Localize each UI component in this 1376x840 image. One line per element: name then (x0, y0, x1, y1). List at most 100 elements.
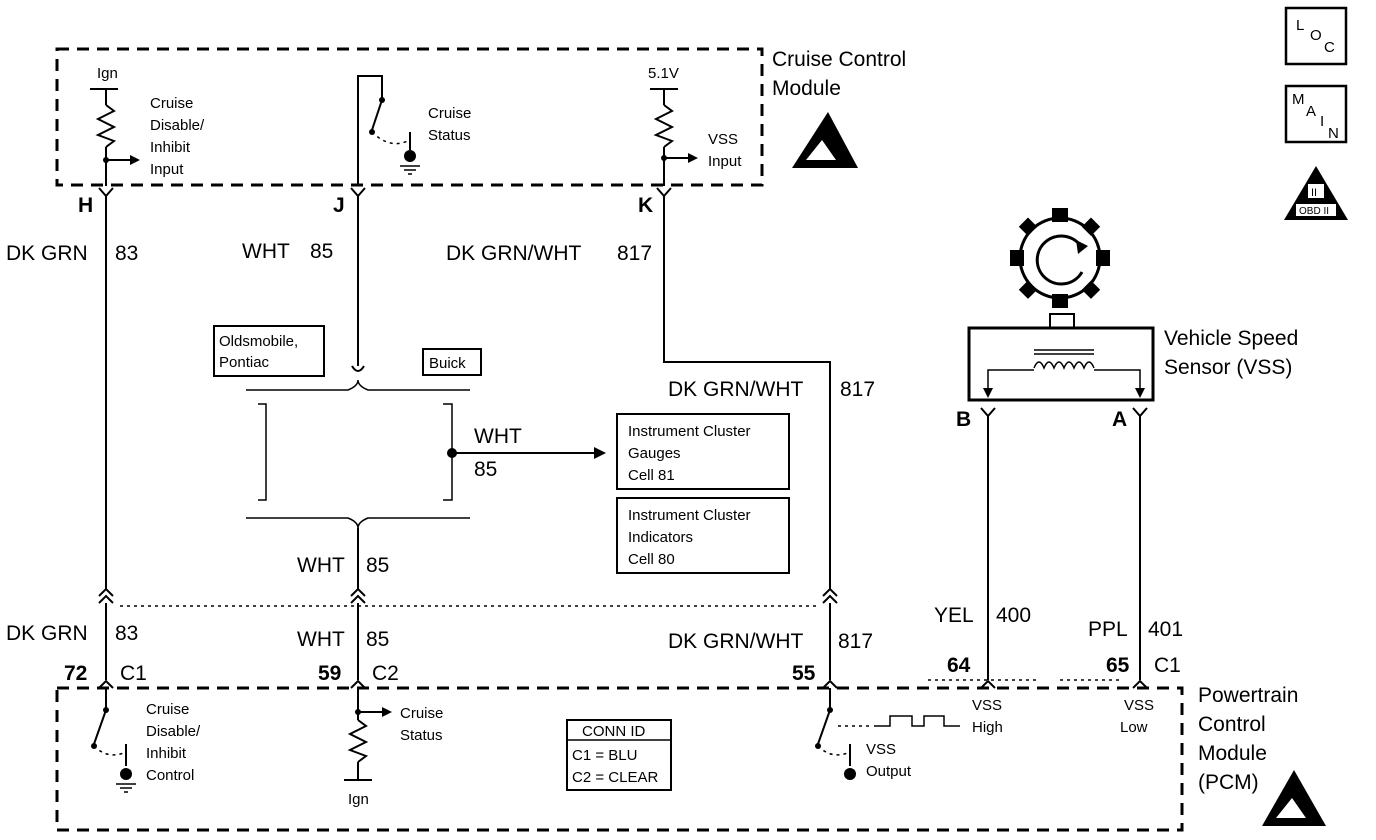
pcm-title-l2: Control (1198, 713, 1266, 736)
splice-wht-num: 85 (474, 458, 497, 481)
instrument-cluster-gauges: Instrument Cluster Gauges Cell 81 (616, 413, 790, 490)
resistor-icon (347, 719, 369, 763)
ccm-title-line1: Cruise Control (772, 48, 906, 71)
pcm-ign-label: Ign (348, 791, 369, 808)
vss-title-l1: Vehicle Speed (1164, 327, 1298, 350)
pcm-vss-high-l2: High (972, 719, 1003, 736)
vss-pin-a: A (1112, 408, 1127, 431)
wire-dkgrnwht-color-top: DK GRN/WHT (446, 242, 581, 265)
ccm-vss-input-l1: VSS (708, 131, 738, 148)
wire-dkgrnwht-num-top: 817 (617, 242, 652, 265)
gauges-l2: Gauges (628, 445, 681, 462)
arrow-right-icon (130, 155, 140, 165)
wire-dkgrn-num-bot: 83 (115, 622, 138, 645)
resistor-icon (95, 104, 117, 148)
pcm-connector-pins: 72 C1 59 C2 55 64 65 C1 (64, 587, 1181, 689)
pin-65-label: 65 (1106, 654, 1130, 677)
wire-ppl-num: 401 (1148, 618, 1183, 641)
ccm-cruise-status-l2: Status (428, 127, 471, 144)
splice-options: Oldsmobile, Pontiac Buick WHT 85 (213, 325, 606, 590)
pin-k-label: K (638, 194, 653, 217)
switch-icon (817, 709, 831, 745)
pin-c2-label: C2 (372, 662, 399, 685)
indicators-l3: Cell 80 (628, 551, 675, 568)
square-wave-icon (874, 715, 960, 727)
pontiac-label: Pontiac (219, 354, 270, 371)
wire-dkgrnwht-num-mid: 817 (840, 378, 875, 401)
wire-dkgrn-color-top: DK GRN (6, 242, 88, 265)
pin-c1-label: C1 (120, 662, 147, 685)
wire-dkgrn-num-top: 83 (115, 242, 138, 265)
pin-j-label: J (333, 194, 345, 217)
wire-dkgrnwht-color-bot: DK GRN/WHT (668, 630, 803, 653)
esd-warning-icon (1262, 770, 1326, 826)
pcm-cdi-l4: Control (146, 767, 194, 784)
pcm-cdi-l3: Inhibit (146, 745, 187, 762)
ccm-vss-input-l2: Input (708, 153, 742, 170)
pcm-title-l1: Powertrain (1198, 684, 1298, 707)
switch-icon (93, 709, 107, 745)
main-i: I (1320, 113, 1324, 130)
instrument-cluster-indicators: Instrument Cluster Indicators Cell 80 (616, 497, 790, 574)
oldsmobile-pontiac-box (213, 325, 325, 377)
pcm-cs-l1: Cruise (400, 705, 443, 722)
ccm-51v-label: 5.1V (648, 65, 679, 82)
pcm-cs-l2: Status (400, 727, 443, 744)
wire-yel-color: YEL (934, 604, 974, 627)
pcm-vss-low-l1: VSS (1124, 697, 1154, 714)
ccm-cruise-disable-l3: Inhibit (150, 139, 191, 156)
pcm-cdi-l2: Disable/ (146, 723, 201, 740)
main-a: A (1306, 103, 1316, 120)
arrow-right-icon (688, 153, 698, 163)
main-icon[interactable]: M A I N (1284, 84, 1348, 144)
main-m: M (1292, 91, 1305, 108)
esd-warning-icon (792, 112, 858, 168)
pcm-title-l3: Module (1198, 742, 1267, 765)
vss-pin-b: B (956, 408, 971, 431)
buick-box (422, 348, 482, 376)
loc-l: L (1296, 17, 1304, 34)
wire-wht-num-top: 85 (310, 240, 333, 263)
ccm-ign-label: Ign (97, 65, 118, 82)
wire-wht-color-bot: WHT (297, 628, 345, 651)
splice-wht-color: WHT (474, 425, 522, 448)
loc-o: O (1310, 27, 1322, 44)
conn-id-c2: C2 = CLEAR (572, 769, 658, 786)
wire-wht-color-mid: WHT (297, 554, 345, 577)
obd-ii-text: OBD II (1299, 206, 1329, 217)
obd-ii-icon[interactable]: II OBD II (1284, 166, 1348, 220)
loc-icon[interactable]: L O C (1284, 6, 1348, 66)
coil-icon (983, 349, 1145, 398)
wire-dkgrnwht-color-mid: DK GRN/WHT (668, 378, 803, 401)
wire-wht-color-top: WHT (242, 240, 290, 263)
wire-wht-num-bot: 85 (366, 628, 389, 651)
pin-59-label: 59 (318, 662, 341, 685)
powertrain-control-module: Powertrain Control Module (PCM) Cruise D… (55, 679, 1326, 832)
pin-64-label: 64 (947, 654, 971, 677)
gauges-l1: Instrument Cluster (628, 423, 751, 440)
vss-title-l2: Sensor (VSS) (1164, 356, 1292, 379)
pin-72-label: 72 (64, 662, 87, 685)
conn-id-title: CONN ID (582, 723, 646, 740)
pin-c1b-label: C1 (1154, 654, 1181, 677)
wire-dkgrnwht-817 (663, 196, 831, 590)
pcm-vss-out-l1: VSS (866, 741, 896, 758)
pin-h-label: H (78, 194, 93, 217)
ccm-cruise-disable-l2: Disable/ (150, 117, 205, 134)
wire-wht-num-mid: 85 (366, 554, 389, 577)
ccm-title-line2: Module (772, 77, 841, 100)
ccm-cruise-disable-l1: Cruise (150, 95, 193, 112)
wire-dkgrnwht-num-bot: 817 (838, 630, 873, 653)
wire-yel-num: 400 (996, 604, 1031, 627)
ground-icon (116, 783, 136, 793)
obd-ii-roman: II (1311, 187, 1317, 199)
pcm-dashed-border (55, 686, 1184, 832)
loc-c: C (1324, 39, 1335, 56)
main-n: N (1328, 125, 1339, 142)
buick-label: Buick (429, 355, 466, 372)
oldsmobile-label: Oldsmobile, (219, 333, 298, 350)
arrow-right-icon (594, 447, 606, 459)
indicators-l1: Instrument Cluster (628, 507, 751, 524)
pin-55-label: 55 (792, 662, 816, 685)
